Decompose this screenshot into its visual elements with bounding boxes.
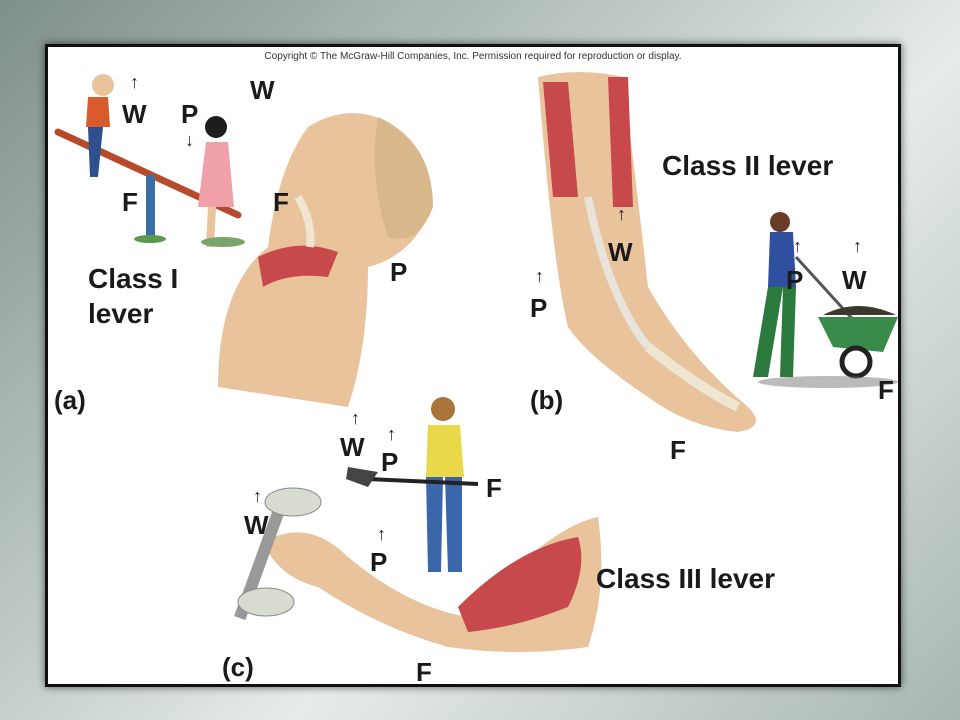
up-arrow-icon: ↑ [535, 266, 544, 286]
seesaw-fulcrum-label: F [122, 187, 138, 217]
shovel-fulcrum-label: F [486, 473, 502, 503]
panel-label-c: (c) [222, 652, 254, 682]
down-arrow-icon: ↓ [185, 130, 194, 150]
class-i-title-line1: Class I [88, 263, 179, 294]
lever-illustrations [54, 72, 898, 652]
panel-label-a: (a) [54, 385, 86, 415]
class-i-title-line2: lever [88, 298, 154, 329]
head-weight-label: W [250, 75, 275, 105]
up-arrow-icon: ↑ [130, 72, 139, 92]
foot-weight-label: W [608, 237, 633, 267]
foot-power-label: P [530, 293, 548, 323]
up-arrow-icon: ↑ [253, 486, 262, 506]
up-arrow-icon: ↑ [617, 204, 626, 224]
arm-illustration [234, 487, 602, 652]
up-arrow-icon: ↑ [793, 236, 802, 256]
head-power-label: P [390, 257, 408, 287]
wheelbarrow-power-label: P [786, 265, 804, 295]
head-fulcrum-label: F [273, 187, 289, 217]
up-arrow-icon: ↑ [351, 408, 360, 428]
foot-illustration [538, 72, 756, 432]
wheelbarrow-fulcrum-label: F [878, 375, 894, 405]
up-arrow-icon: ↑ [387, 424, 396, 444]
wheelbarrow-illustration [753, 212, 898, 388]
class-ii-title: Class II lever [662, 150, 834, 181]
seesaw-illustration [54, 74, 245, 247]
up-arrow-icon: ↑ [853, 236, 862, 256]
head-illustration [218, 113, 433, 407]
shovel-power-label: P [381, 447, 399, 477]
arm-weight-label: W [244, 510, 269, 540]
up-arrow-icon: ↑ [377, 524, 386, 544]
panel-label-b: (b) [530, 385, 564, 415]
slide-frame: Copyright © The McGraw-Hill Companies, I… [45, 44, 901, 687]
wheelbarrow-weight-label: W [842, 265, 867, 295]
seesaw-power-label: P [181, 99, 199, 129]
arm-fulcrum-label: F [416, 657, 432, 687]
seesaw-weight-label: W [122, 99, 147, 129]
arm-power-label: P [370, 547, 388, 577]
shovel-person-illustration [346, 397, 479, 572]
foot-fulcrum-label: F [670, 435, 686, 465]
shovel-weight-label: W [340, 432, 365, 462]
copyright-notice: Copyright © The McGraw-Hill Companies, I… [264, 51, 682, 62]
class-iii-title: Class III lever [596, 563, 776, 594]
